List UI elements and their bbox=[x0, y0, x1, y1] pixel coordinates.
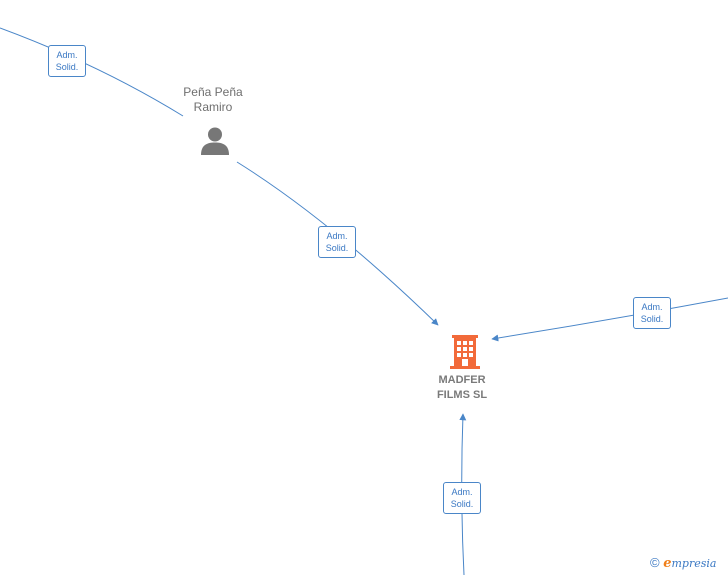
person-name-line2: Ramiro bbox=[193, 100, 233, 114]
edge-label-qualifier: Solid. bbox=[640, 314, 664, 324]
person-name-line1: Peña Peña bbox=[183, 85, 243, 99]
copyright-symbol: © bbox=[650, 555, 660, 570]
edge-label-right[interactable]: Adm. Solid. bbox=[633, 297, 671, 329]
edge-label-qualifier: Solid. bbox=[450, 499, 474, 509]
company-node-label[interactable]: MADFER FILMS SL bbox=[402, 373, 522, 403]
edge-label-role: Adm. bbox=[451, 487, 473, 497]
empresia-watermark: © empresia bbox=[650, 555, 716, 572]
edge-label-topleft[interactable]: Adm. Solid. bbox=[48, 45, 86, 77]
edge-label-qualifier: Solid. bbox=[325, 243, 349, 253]
company-name-line2: FILMS SL bbox=[436, 389, 488, 401]
edge-label-qualifier: Solid. bbox=[55, 62, 79, 72]
edge-label-role: Adm. bbox=[326, 231, 348, 241]
brand-name: mpresia bbox=[671, 557, 717, 570]
building-icon[interactable] bbox=[450, 335, 480, 369]
edge-label-bottom[interactable]: Adm. Solid. bbox=[443, 482, 481, 514]
edge-label-role: Adm. bbox=[641, 302, 663, 312]
edge-label-person-company[interactable]: Adm. Solid. bbox=[318, 226, 356, 258]
company-name-line1: MADFER bbox=[438, 374, 486, 386]
brand-initial: e bbox=[663, 556, 672, 571]
person-node-label[interactable]: Peña Peña Ramiro bbox=[163, 85, 263, 115]
person-icon[interactable] bbox=[200, 126, 230, 156]
edge-label-role: Adm. bbox=[56, 50, 78, 60]
edge-line-topleft-to-person bbox=[0, 27, 184, 117]
edge-line-right-to-company bbox=[491, 297, 728, 342]
